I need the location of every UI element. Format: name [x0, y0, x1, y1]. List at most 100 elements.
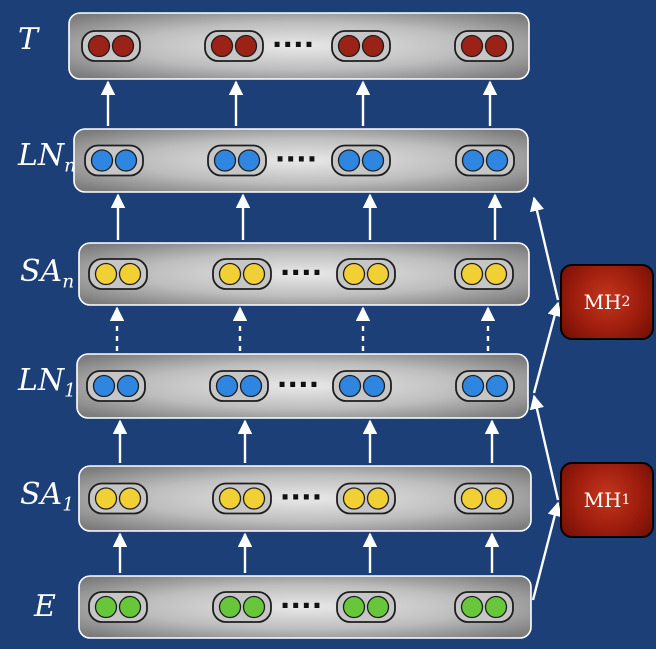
layer-label-ln-n: LNn	[18, 138, 77, 177]
layer-bar-sa1: ····	[78, 465, 532, 532]
token-pod	[212, 591, 272, 623]
token-pod	[88, 591, 148, 623]
arrow	[529, 196, 560, 301]
token-circle	[484, 34, 508, 58]
token-circle	[239, 374, 263, 398]
arrow	[529, 394, 560, 501]
token-pod	[86, 370, 146, 402]
token-circle	[118, 487, 142, 510]
token-pod	[455, 370, 515, 402]
token-pod	[454, 591, 514, 623]
token-circle	[337, 34, 361, 58]
arrow	[531, 501, 562, 601]
token-circle	[237, 149, 261, 172]
layer-label-ln-1: LN1	[18, 363, 77, 402]
token-circle	[215, 374, 239, 398]
layer-bar-frame	[73, 128, 529, 193]
layer-bar-frame	[78, 465, 532, 532]
token-pod	[454, 30, 514, 62]
token-circle	[460, 34, 484, 58]
token-pod	[336, 591, 396, 623]
token-circle	[94, 595, 118, 619]
token-circle	[484, 487, 508, 510]
token-circle	[461, 374, 485, 398]
token-circle	[218, 487, 242, 510]
layer-bar-t: ····	[68, 12, 530, 80]
token-circle	[484, 262, 508, 286]
token-circle	[242, 487, 266, 510]
arrows-layer	[100, 80, 562, 601]
token-circle	[366, 595, 390, 619]
token-ellipsis: ····	[275, 143, 318, 176]
token-circle	[210, 34, 234, 58]
token-pod	[207, 144, 267, 177]
token-ellipsis: ····	[280, 589, 323, 622]
layer-label-t: T	[18, 22, 39, 57]
token-circle	[361, 149, 385, 172]
layer-label-e: E	[34, 589, 56, 624]
token-pod	[212, 482, 272, 515]
token-circle	[234, 34, 258, 58]
token-circle	[87, 34, 111, 58]
layer-bar-frame	[78, 575, 532, 639]
token-pod	[332, 370, 392, 402]
token-pod	[212, 258, 272, 290]
token-circle	[338, 374, 362, 398]
token-pod	[331, 144, 391, 177]
layer-bar-ln1: ····	[76, 353, 529, 419]
token-pod	[454, 482, 514, 515]
token-circle	[94, 262, 118, 286]
token-circle	[111, 34, 135, 58]
token-circle	[366, 262, 390, 286]
token-circle	[362, 374, 386, 398]
layer-bar-san: ····	[78, 242, 530, 306]
token-pod	[209, 370, 269, 402]
token-circle	[460, 487, 484, 510]
token-circle	[90, 149, 114, 172]
layer-bar-frame	[78, 242, 530, 306]
token-ellipsis: ····	[277, 368, 320, 401]
token-circle	[242, 595, 266, 619]
token-pod	[81, 30, 141, 62]
token-pod	[454, 258, 514, 290]
token-circle	[213, 149, 237, 172]
token-pod	[84, 144, 144, 177]
token-circle	[118, 262, 142, 286]
token-circle	[485, 149, 509, 172]
token-circle	[118, 595, 142, 619]
token-pod	[455, 144, 515, 177]
layer-bar-e: ····	[78, 575, 532, 639]
token-circle	[94, 487, 118, 510]
token-circle	[460, 595, 484, 619]
arrow	[532, 301, 562, 394]
token-circle	[361, 34, 385, 58]
token-circle	[484, 595, 508, 619]
token-circle	[92, 374, 116, 398]
token-circle	[114, 149, 138, 172]
layer-label-sa-n: SAn	[20, 254, 75, 293]
token-circle	[461, 149, 485, 172]
token-circle	[342, 262, 366, 286]
token-circle	[460, 262, 484, 286]
token-pod	[336, 258, 396, 290]
layer-bars: ···· ···· ···· ···· ···· ····	[68, 12, 532, 639]
token-circle	[242, 262, 266, 286]
token-circle	[218, 262, 242, 286]
token-pod	[88, 258, 148, 290]
token-pod	[336, 482, 396, 515]
token-circle	[366, 487, 390, 510]
layer-bar-frame	[68, 12, 530, 80]
token-ellipsis: ····	[280, 481, 323, 514]
token-circle	[342, 487, 366, 510]
token-pod	[204, 30, 264, 62]
token-pod	[88, 482, 148, 515]
token-ellipsis: ····	[272, 28, 315, 61]
token-circle	[485, 374, 509, 398]
token-circle	[342, 595, 366, 619]
token-circle	[116, 374, 140, 398]
token-circle	[337, 149, 361, 172]
layer-label-sa-1: SA1	[20, 477, 75, 516]
